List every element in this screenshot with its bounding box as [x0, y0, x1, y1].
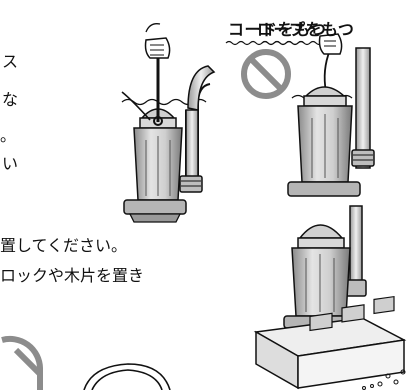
left-fragment-4: い: [2, 154, 19, 173]
cord-label-underline: [225, 40, 305, 46]
pump-rope-illustration: [121, 23, 216, 223]
rope-label: ロープをもつ: [257, 20, 355, 39]
pump-cord-illustration: [241, 33, 375, 197]
prohibited-icon: [241, 49, 291, 99]
coiled-hose-partial: [83, 363, 171, 390]
prohibited-icon-partial: [1, 335, 43, 390]
left-fragment-2: な: [2, 90, 19, 109]
pump-on-block-illustration: [253, 205, 407, 390]
cord-label: コードをもつ: [228, 20, 327, 39]
left-fragment-3: 。: [0, 126, 17, 145]
instruction-line-1: 置してください。: [0, 236, 128, 255]
left-fragment-1: ス: [2, 52, 19, 71]
instruction-line-2: ロックや木片を置き: [0, 266, 145, 285]
